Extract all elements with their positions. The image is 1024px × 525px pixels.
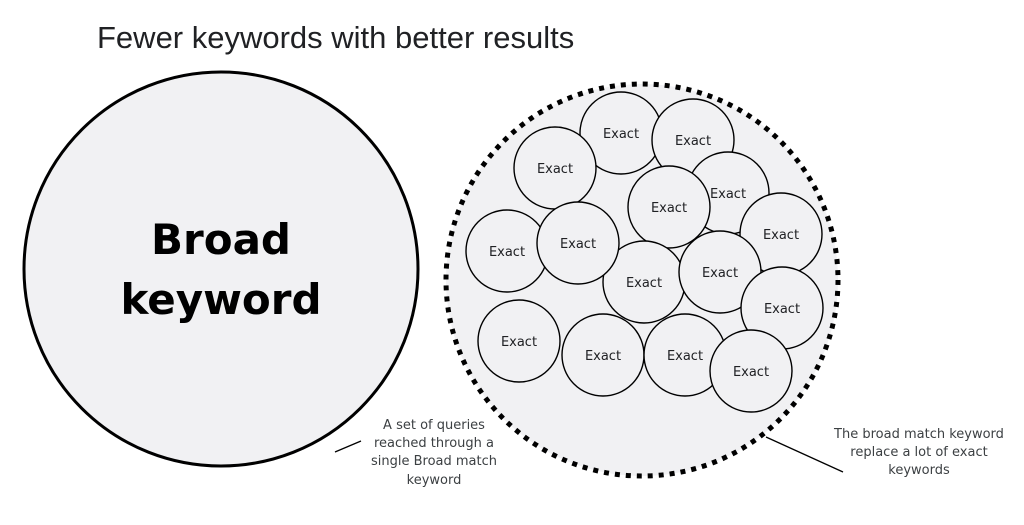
group-note-connector	[765, 436, 844, 473]
exact-circle-shape	[536, 201, 620, 285]
exact-circle-label: Exact	[764, 302, 800, 317]
broad-circle-shape	[22, 70, 420, 468]
exact-circle: Exact	[678, 230, 762, 314]
exact-circle: Exact	[513, 126, 597, 210]
exact-circle-label: Exact	[501, 335, 537, 350]
broad-note-line-3: single Broad match	[371, 454, 497, 469]
exact-circle-label: Exact	[560, 237, 596, 252]
exact-circle: Exact	[579, 91, 663, 175]
exact-circle: Exact	[602, 240, 686, 324]
exact-circle: Exact	[627, 165, 711, 249]
exact-circle: Exact	[536, 201, 620, 285]
exact-circle: Exact	[477, 299, 561, 383]
exact-circle: Exact	[465, 209, 549, 293]
exact-circle-label: Exact	[489, 245, 525, 260]
exact-circle-label: Exact	[626, 276, 662, 291]
broad-note: A set of queries reached through a singl…	[371, 418, 497, 488]
broad-label-line-2: keyword	[120, 275, 321, 324]
broad-note-line-1: A set of queries	[383, 418, 485, 433]
exact-circle-label: Exact	[675, 134, 711, 149]
exact-circle-label: Exact	[667, 349, 703, 364]
exact-circle-shape	[627, 165, 711, 249]
exact-circle-label: Exact	[733, 365, 769, 380]
page-title: Fewer keywords with better results	[97, 20, 574, 55]
exact-circle: Exact	[561, 313, 645, 397]
group-note-line-1: The broad match keyword	[833, 427, 1004, 442]
exact-circle-label: Exact	[710, 187, 746, 202]
group-note-line-2: replace a lot of exact	[850, 445, 987, 460]
broad-keyword-circle: Broad keyword	[22, 70, 420, 468]
exact-circle-label: Exact	[603, 127, 639, 142]
exact-circle-label: Exact	[702, 266, 738, 281]
group-note: The broad match keyword replace a lot of…	[833, 427, 1004, 478]
exact-circle-label: Exact	[537, 162, 573, 177]
exact-circle: Exact	[739, 192, 823, 276]
exact-circle: Exact	[709, 329, 793, 413]
exact-circle-label: Exact	[763, 228, 799, 243]
broad-note-connector	[334, 440, 362, 453]
broad-note-line-4: keyword	[407, 473, 462, 488]
group-note-line-3: keywords	[888, 463, 950, 478]
exact-circle-label: Exact	[585, 349, 621, 364]
broad-label-line-1: Broad	[151, 215, 291, 264]
exact-circle-shape	[709, 329, 793, 413]
broad-note-line-2: reached through a	[374, 436, 494, 451]
exact-circle: Exact	[740, 266, 824, 350]
exact-circle-shape	[477, 299, 561, 383]
exact-circle-label: Exact	[651, 201, 687, 216]
